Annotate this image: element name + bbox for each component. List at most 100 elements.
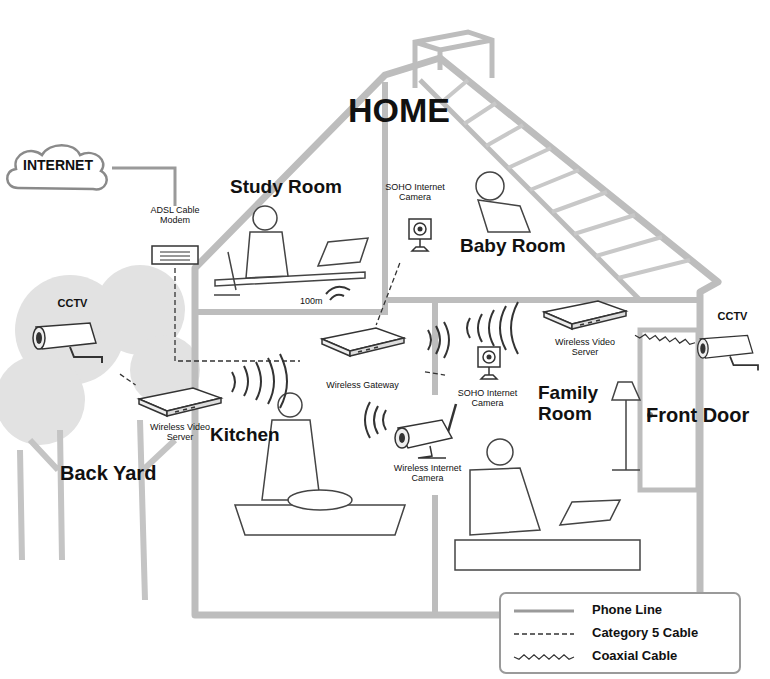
baby-body (478, 200, 530, 232)
device-node: Wireless Video Server (535, 298, 635, 360)
baby-head (476, 172, 504, 200)
free-label: Front Door (646, 404, 749, 426)
device-node: SOHO Internet Camera (445, 345, 530, 420)
device-icon (475, 345, 503, 383)
interior-wall (195, 82, 700, 615)
device-label: Wireless Video Server (545, 338, 625, 358)
device-label: CCTV (695, 310, 770, 322)
device-node: Wireless Gateway (300, 325, 425, 397)
lamp (214, 252, 240, 295)
legend-line-sample (514, 633, 574, 634)
camera-lens (414, 223, 426, 235)
server-side (322, 339, 350, 356)
kitchen-furniture (235, 393, 405, 535)
legend-sample (512, 628, 576, 640)
wave-arcs (232, 354, 287, 408)
cat5-cable (120, 374, 136, 385)
wave-arcs (428, 322, 449, 358)
camera-antenna (448, 404, 456, 432)
free-label: Back Yard (60, 462, 156, 484)
person-body (246, 232, 288, 278)
free-label: 100m (300, 297, 323, 307)
camera-stand (412, 239, 428, 251)
device-node: CCTV (695, 310, 770, 385)
camera-lens (483, 351, 495, 363)
diagram-title: HOME (348, 92, 450, 129)
device-icon (540, 298, 630, 332)
laptop (560, 500, 620, 525)
legend-sample (512, 605, 576, 617)
device-icon (30, 317, 110, 367)
cctv-mount (70, 347, 102, 363)
device-label: Wireless Gateway (300, 381, 425, 391)
cctv-mount (730, 356, 758, 370)
bowl (288, 490, 352, 510)
legend-frame (500, 593, 740, 673)
device-icon (406, 217, 434, 255)
device-label: Wireless Video Server (140, 423, 220, 443)
cloud-shape (7, 145, 107, 189)
camera-lens-center (399, 433, 405, 443)
camera-body (478, 347, 500, 367)
server-leds (580, 320, 600, 325)
room-name: Family Room (538, 383, 620, 425)
cat5-cable (175, 268, 300, 361)
modem-body (152, 246, 198, 264)
desk (215, 272, 365, 286)
room-name: Kitchen (210, 425, 310, 446)
wave-arcs (467, 302, 518, 354)
laptop (318, 238, 368, 266)
legend-sample (512, 651, 576, 663)
device-node: Wireless Internet Camera (385, 402, 470, 492)
tree-trunk (20, 420, 175, 600)
camera-lens (395, 428, 409, 448)
room-name: Study Room (230, 177, 370, 198)
family-furniture (455, 382, 640, 570)
server-leds (358, 347, 378, 352)
device-label: CCTV (25, 297, 120, 309)
wave-arcs (365, 402, 386, 438)
device-icon (695, 330, 765, 374)
legend-line-sample (514, 655, 574, 659)
cat5-cable (376, 263, 400, 325)
wave-arcs (326, 287, 350, 300)
server-front (350, 338, 404, 356)
person-head (253, 206, 277, 230)
server-front (167, 398, 221, 416)
person-head (487, 439, 513, 465)
cctv-lens (33, 327, 45, 349)
legend-text: Coaxial Cable (592, 649, 677, 663)
server-leds (175, 407, 195, 412)
study-furniture (214, 206, 368, 295)
cloud-label: INTERNET (18, 158, 98, 173)
device-label: SOHO Internet Camera (380, 183, 450, 203)
cloud-node: INTERNET (2, 140, 112, 196)
camera-lens-center (487, 355, 492, 360)
house-outline (195, 58, 718, 615)
device-node: CCTV (25, 295, 120, 387)
roof-hatching (442, 80, 690, 278)
device-node: ADSL Cable Modem (130, 206, 220, 268)
camera-body (409, 219, 431, 239)
server-side (544, 312, 572, 329)
room-name: Baby Room (460, 236, 585, 257)
camera-stand (418, 446, 446, 458)
sofa (455, 540, 640, 570)
device-label: ADSL Cable Modem (145, 206, 205, 226)
cctv-lens-center (700, 343, 705, 354)
device-icon (150, 244, 200, 266)
legend-text: Category 5 Cable (592, 626, 698, 640)
cat5-cable (425, 372, 445, 375)
lamp (612, 382, 640, 470)
room-area: Baby Room SOHO Internet Camera (375, 150, 590, 298)
device-icon (390, 402, 465, 462)
phone-line (112, 168, 175, 206)
room-area: Kitchen Wireless Internet Camera (200, 375, 472, 560)
cctv-lens-center (36, 332, 42, 344)
legend-text: Phone Line (592, 603, 662, 617)
legend-line-sample (514, 610, 574, 613)
server-front (572, 311, 626, 329)
wireless-waves (232, 287, 518, 438)
device-label: SOHO Internet Camera (455, 389, 520, 409)
